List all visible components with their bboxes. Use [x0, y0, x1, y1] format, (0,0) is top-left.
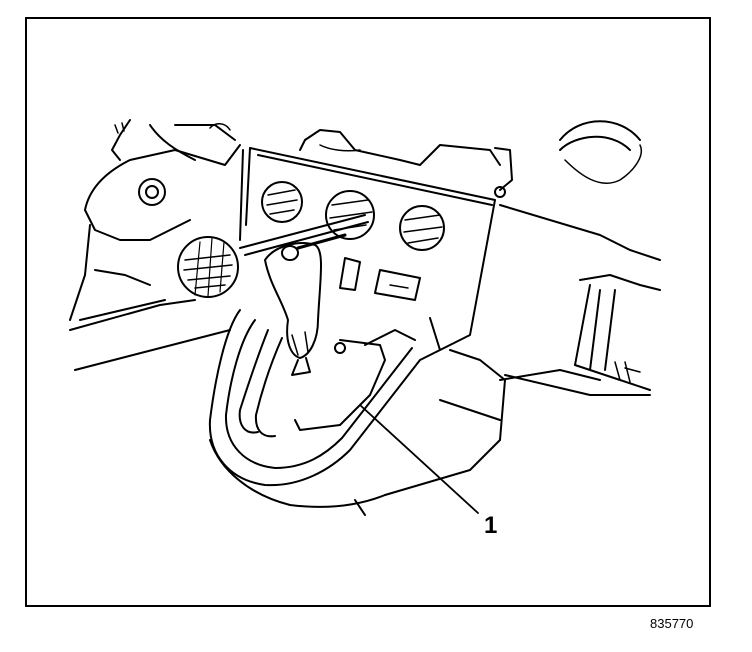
figure-number: 835770 [650, 616, 694, 631]
screwdriver-tool [239, 214, 369, 261]
figure-border [25, 17, 711, 607]
shift-knob [264, 242, 322, 376]
callout-leader-line [359, 404, 479, 514]
control-panel [239, 129, 513, 351]
left-dash-structure [69, 119, 241, 371]
left-vent-knob [177, 236, 239, 298]
panel-vents [261, 181, 445, 251]
console-bezel [208, 309, 441, 487]
callout-number: 1 [484, 512, 498, 539]
lower-console [209, 349, 651, 516]
right-dash-structure [499, 120, 661, 391]
